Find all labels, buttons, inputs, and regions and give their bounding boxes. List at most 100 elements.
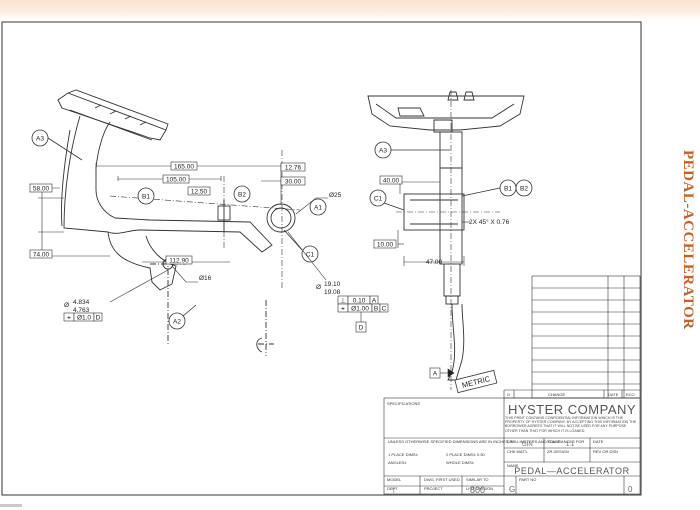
tb-tolerance-note: UNLESS OTHERWISE SPECIFIED DIMENSIONS AR… — [388, 439, 584, 444]
dim-112-90: 112.90 — [169, 258, 189, 265]
rev-col-eco: ECO — [626, 392, 635, 397]
rev-col-date: DATE — [608, 392, 619, 397]
dim-12-76: 12.76 — [285, 165, 302, 172]
fcf-perp-tolerance: 0.10 — [353, 298, 366, 305]
fcf-hole-pos-datum: D — [96, 315, 101, 322]
tb-company: HYSTER COMPANY — [508, 402, 636, 417]
tb-model: MODEL — [387, 477, 402, 482]
left-dimension-boxes — [29, 161, 306, 265]
tb-part-label: PART NO — [519, 477, 536, 482]
right-balloons — [369, 141, 533, 211]
balloon-b2-right-label: B2 — [520, 186, 528, 193]
right-front-view — [367, 90, 525, 390]
dim-4-834: 4.834 — [73, 299, 90, 306]
tb-scale-label: SCALE — [547, 439, 560, 444]
dim-dia-16: Ø16 — [199, 275, 212, 282]
revision-table — [503, 275, 641, 399]
balloon-a1 — [309, 198, 327, 216]
balloon-c1-left-label: C1 — [306, 252, 315, 259]
fcf-pos-datum-c: C — [382, 306, 387, 313]
metric-stamp: METRIC — [454, 369, 498, 394]
fcf-hole-pos-tolerance: Ø1.0 — [77, 315, 91, 322]
fcf-pos-tolerance: Ø1.00 — [351, 306, 369, 313]
dim-chamfer: 2X 45° X 0.76 — [469, 218, 510, 226]
slide-progress-tick — [0, 504, 22, 507]
tb-angles: ANGLES± — [388, 460, 407, 465]
title-block — [383, 397, 641, 495]
balloon-a2 — [168, 312, 186, 330]
tb-project-label: PROJECT — [424, 486, 443, 491]
title-block-values: GIN 1:1 T 800 G 0 — [392, 442, 633, 495]
tb-rev-label: REV OR DSN — [593, 449, 618, 454]
fcf-perpendicularity-text: ⊥ 0.10 A — [340, 298, 377, 305]
tb-2-place: 2 PLACE DIMS± 0.30 — [446, 452, 485, 457]
balloon-c1-right — [369, 189, 387, 207]
tb-confidential-wrap: THIS PRINT CONTAINS CONFIDENTIAL INFORMA… — [505, 416, 637, 433]
tb-chk-label: CHK MAT'L — [507, 449, 528, 454]
dim-58: 58.00 — [33, 186, 50, 193]
tb-scale-value: 1:1 — [566, 442, 575, 448]
balloon-b1-left-label: B1 — [142, 194, 150, 201]
fcf-perp-datum: A — [372, 298, 377, 305]
dim-19-08: 19.08 — [324, 289, 341, 296]
fcf-pos-symbol: ⌖ — [341, 306, 345, 313]
dim-10: 10.00 — [377, 242, 394, 249]
rev-col-o: O — [507, 392, 510, 397]
title-block-text: SPECIFICATIONS UNLESS OTHERWISE SPECIFIE… — [387, 401, 618, 491]
tb-sheet-value: 0 — [628, 485, 633, 494]
tb-name-label: NAME — [507, 463, 519, 468]
slide-side-title: PEDAL-ACCELERATOR — [680, 150, 696, 330]
left-balloons — [31, 129, 327, 330]
revision-header: O CHANGE DATE ECO — [507, 392, 635, 397]
dim-47: 47.00 — [426, 259, 443, 266]
balloon-b2-left-label: B2 — [238, 192, 246, 199]
drawing-border — [1, 21, 642, 496]
balloon-b2-left — [233, 185, 251, 203]
tb-similar-to: SIMILAR TO — [466, 477, 489, 482]
top-gradient-band — [0, 0, 700, 20]
dim-165: 165.00 — [174, 164, 194, 171]
datum-d-label: D — [359, 325, 364, 332]
dim-12-50: 12.50 — [191, 189, 208, 196]
dim-dia-25: Ø25 — [329, 192, 342, 199]
fcf-hole-position — [63, 312, 103, 322]
dim-105: 105.00 — [166, 177, 186, 184]
fcf-hole-position-text: ⌖ Ø1.0 D — [67, 315, 100, 322]
tb-date-label: DATE — [593, 439, 604, 444]
dim-30: 30.00 — [285, 179, 302, 186]
fcf-pos-datum-b: B — [374, 306, 378, 313]
tb-list-value: 800 — [470, 485, 485, 495]
balloon-a2-label: A2 — [173, 319, 181, 326]
tb-size-value: G — [509, 485, 515, 494]
left-dimension-texts: 165.00 105.00 12.50 12.76 30.00 58.00 74… — [33, 164, 302, 265]
balloon-c1-right-label: C1 — [374, 196, 383, 203]
tb-whole: WHOLE DIMS± — [446, 460, 475, 465]
dim-dia-4-symbol: Ø — [64, 302, 69, 309]
balloon-a1-label: A1 — [314, 205, 322, 212]
tb-specifications: SPECIFICATIONS — [387, 401, 420, 406]
right-dimension-texts: 40.00 10.00 47.00 2X 45° X 0.76 — [377, 178, 510, 267]
fcf-perp-symbol: ⊥ — [340, 298, 346, 305]
left-balloon-texts: A3 B1 B2 A1 C1 A2 — [36, 136, 322, 326]
dim-40: 40.00 — [383, 178, 400, 185]
left-callouts: Ø25 Ø16 Ø 19.10 19.08 Ø 4.834 4.763 — [64, 192, 342, 314]
fcf-hole-pos-symbol: ⌖ — [67, 315, 71, 322]
tb-dept-value: T — [392, 489, 396, 495]
balloon-a3-left-label: A3 — [36, 136, 44, 143]
tb-list-label: LIST DIVISION — [466, 486, 493, 491]
tb-confidential: THIS PRINT CONTAINS CONFIDENTIAL INFORMA… — [505, 416, 637, 433]
fcf-position-text: ⌖ Ø1.00 B C D — [341, 306, 386, 332]
datum-a-label: A — [433, 371, 438, 378]
balloon-b2-right — [515, 179, 533, 197]
dim-74: 74.00 — [33, 252, 50, 259]
balloon-a3-right-label: A3 — [379, 148, 387, 155]
dim-4-763: 4.763 — [73, 307, 90, 314]
rev-col-change: CHANGE — [548, 392, 565, 397]
dim-dia-19-symbol: Ø — [316, 284, 321, 291]
right-dimension-boxes — [373, 175, 403, 249]
fcf-position — [337, 303, 389, 333]
right-balloon-texts: A3 C1 B1 B2 — [374, 148, 529, 203]
tb-dr-label: DR — [507, 439, 513, 444]
balloon-b1-left — [137, 187, 155, 205]
